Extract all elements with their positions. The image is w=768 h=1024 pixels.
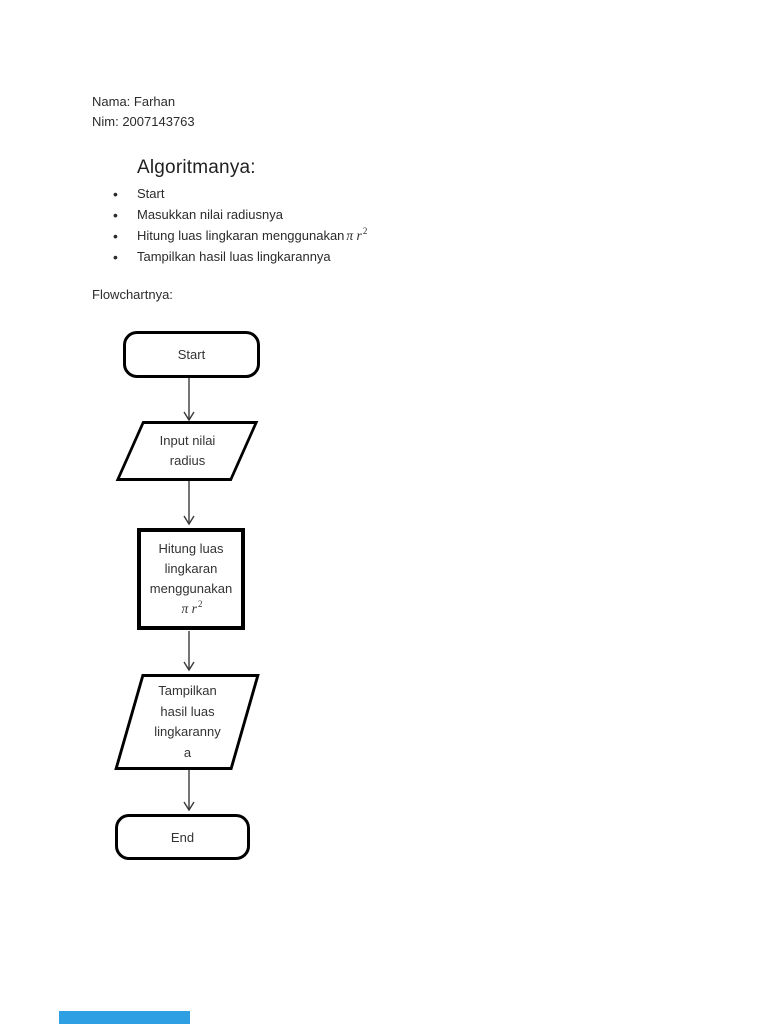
algorithm-item-text: Start — [137, 186, 165, 201]
flowchart-input-node — [115, 421, 259, 481]
student-nim-line: Nim: 2007143763 — [92, 114, 195, 129]
student-name-line: Nama: Farhan — [92, 94, 176, 109]
pi-r-formula: π r — [181, 600, 197, 616]
flowchart-process-node: Hitung luas lingkaran menggunakan π r2 — [137, 528, 245, 630]
flow-arrow-down-icon — [183, 631, 195, 672]
flowchart-output-node — [114, 674, 260, 770]
algorithm-heading: Algoritmanya: — [137, 157, 256, 178]
page-loading-bar — [59, 1011, 190, 1024]
algorithm-item-text: Masukkan nilai radiusnya — [137, 206, 283, 222]
algorithm-list: Start Masukkan nilai radiusnya Hitung lu… — [110, 184, 530, 268]
algorithm-item: Start — [110, 184, 530, 205]
flowchart-start-node: Start — [123, 331, 260, 378]
flow-arrow-down-icon — [183, 378, 195, 422]
process-node-line: Hitung luas — [158, 540, 224, 556]
flow-arrow-down-icon — [183, 770, 195, 812]
process-node-formula: π r2 — [180, 599, 203, 620]
end-node-label: End — [170, 829, 195, 845]
formula-exponent: 2 — [197, 598, 203, 609]
pi-r-formula: π r — [346, 227, 362, 243]
algorithm-item: Masukkan nilai radiusnya — [110, 205, 530, 226]
formula-exponent: 2 — [362, 225, 368, 236]
process-node-line: menggunakan — [149, 580, 233, 596]
flowchart-label: Flowchartnya: — [92, 287, 173, 302]
flowchart-end-node: End — [115, 814, 250, 860]
algorithm-item: Tampilkan hasil luas lingkarannya — [110, 247, 530, 268]
process-node-line: lingkaran — [164, 560, 218, 576]
flow-arrow-down-icon — [183, 481, 195, 526]
algorithm-item-text: Tampilkan hasil luas lingkarannya — [137, 249, 331, 265]
start-node-label: Start — [177, 347, 206, 362]
student-info: Nama: Farhan Nim: 2007143763 — [92, 92, 195, 132]
algorithm-item-text: Hitung luas lingkaran menggunakan — [137, 227, 345, 243]
